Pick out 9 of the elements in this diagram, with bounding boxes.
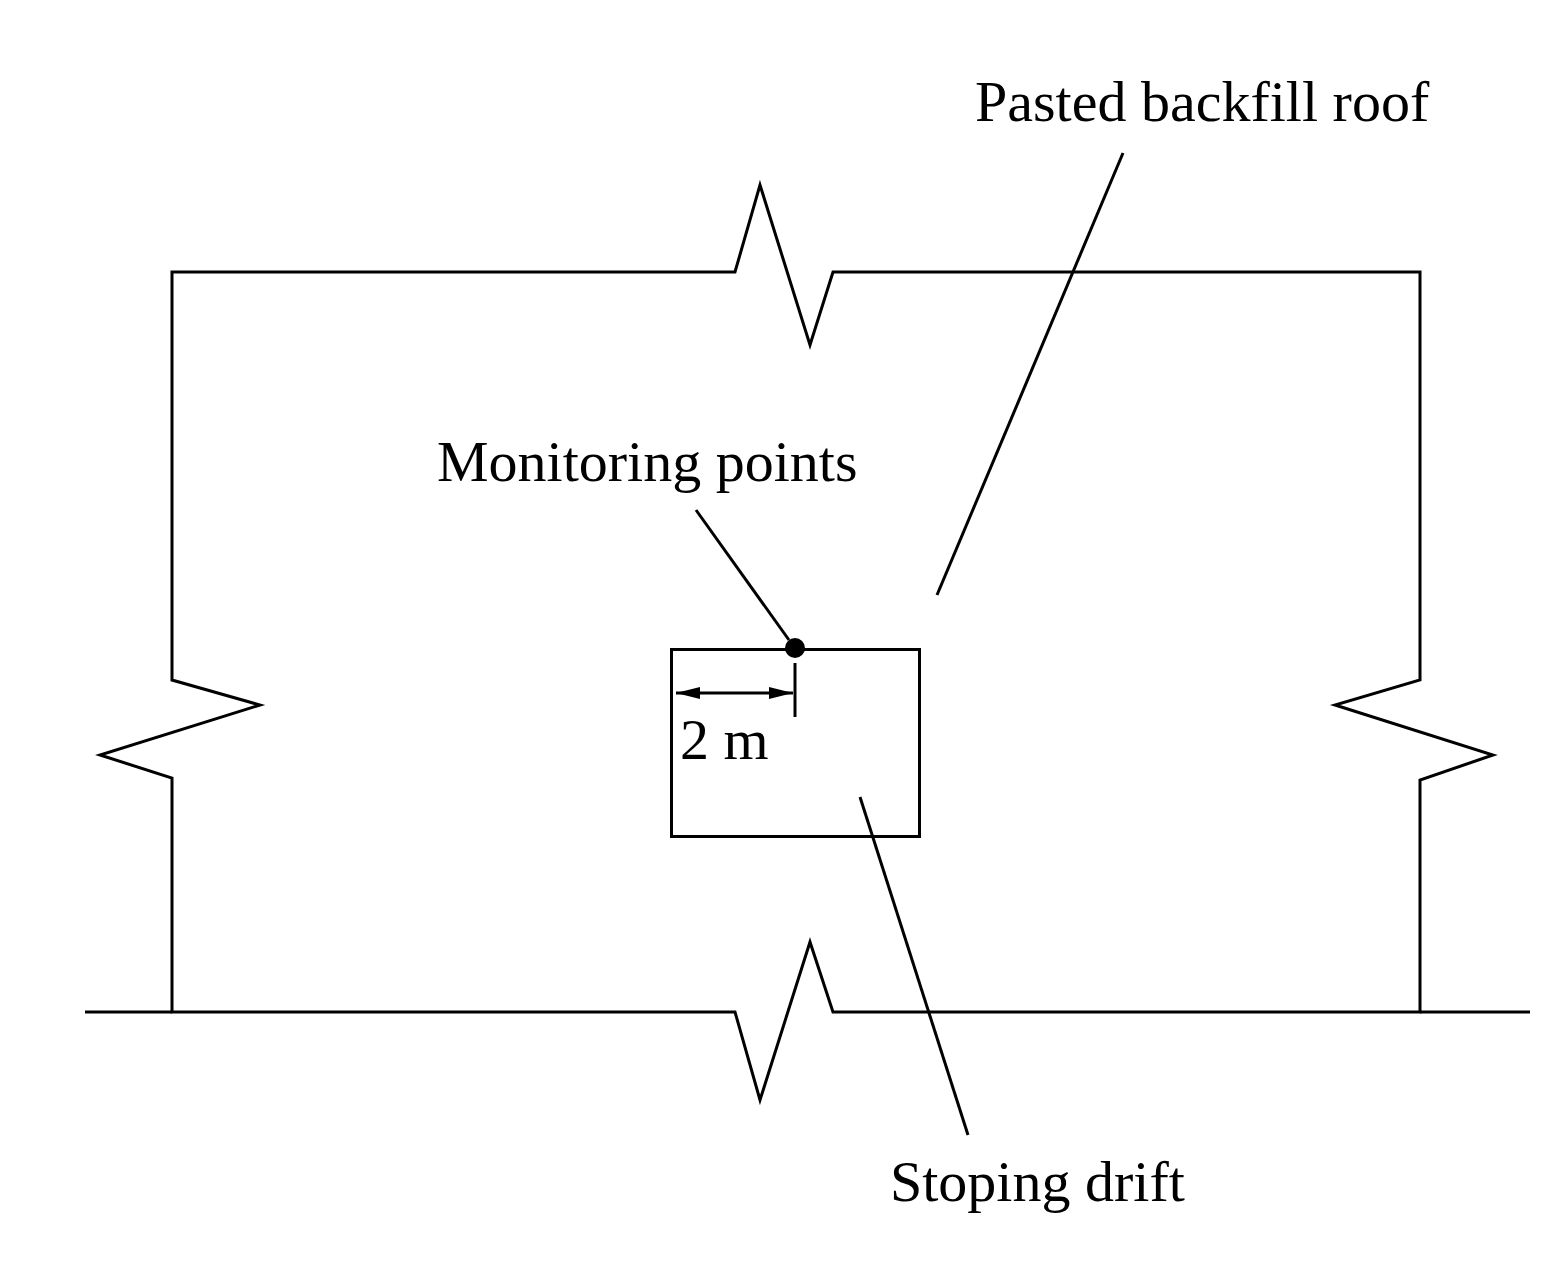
leader-line bbox=[935, 152, 1125, 596]
dimension-label: 2 m bbox=[680, 708, 769, 772]
callout-text: Pasted backfill roof bbox=[975, 70, 1430, 134]
leader-line bbox=[694, 509, 791, 641]
callout-text: Monitoring points bbox=[437, 430, 858, 494]
drift-box bbox=[670, 648, 921, 838]
leader-line bbox=[858, 796, 970, 1136]
monitoring-point-dot bbox=[785, 638, 805, 658]
callout-text: Stoping drift bbox=[890, 1150, 1185, 1214]
